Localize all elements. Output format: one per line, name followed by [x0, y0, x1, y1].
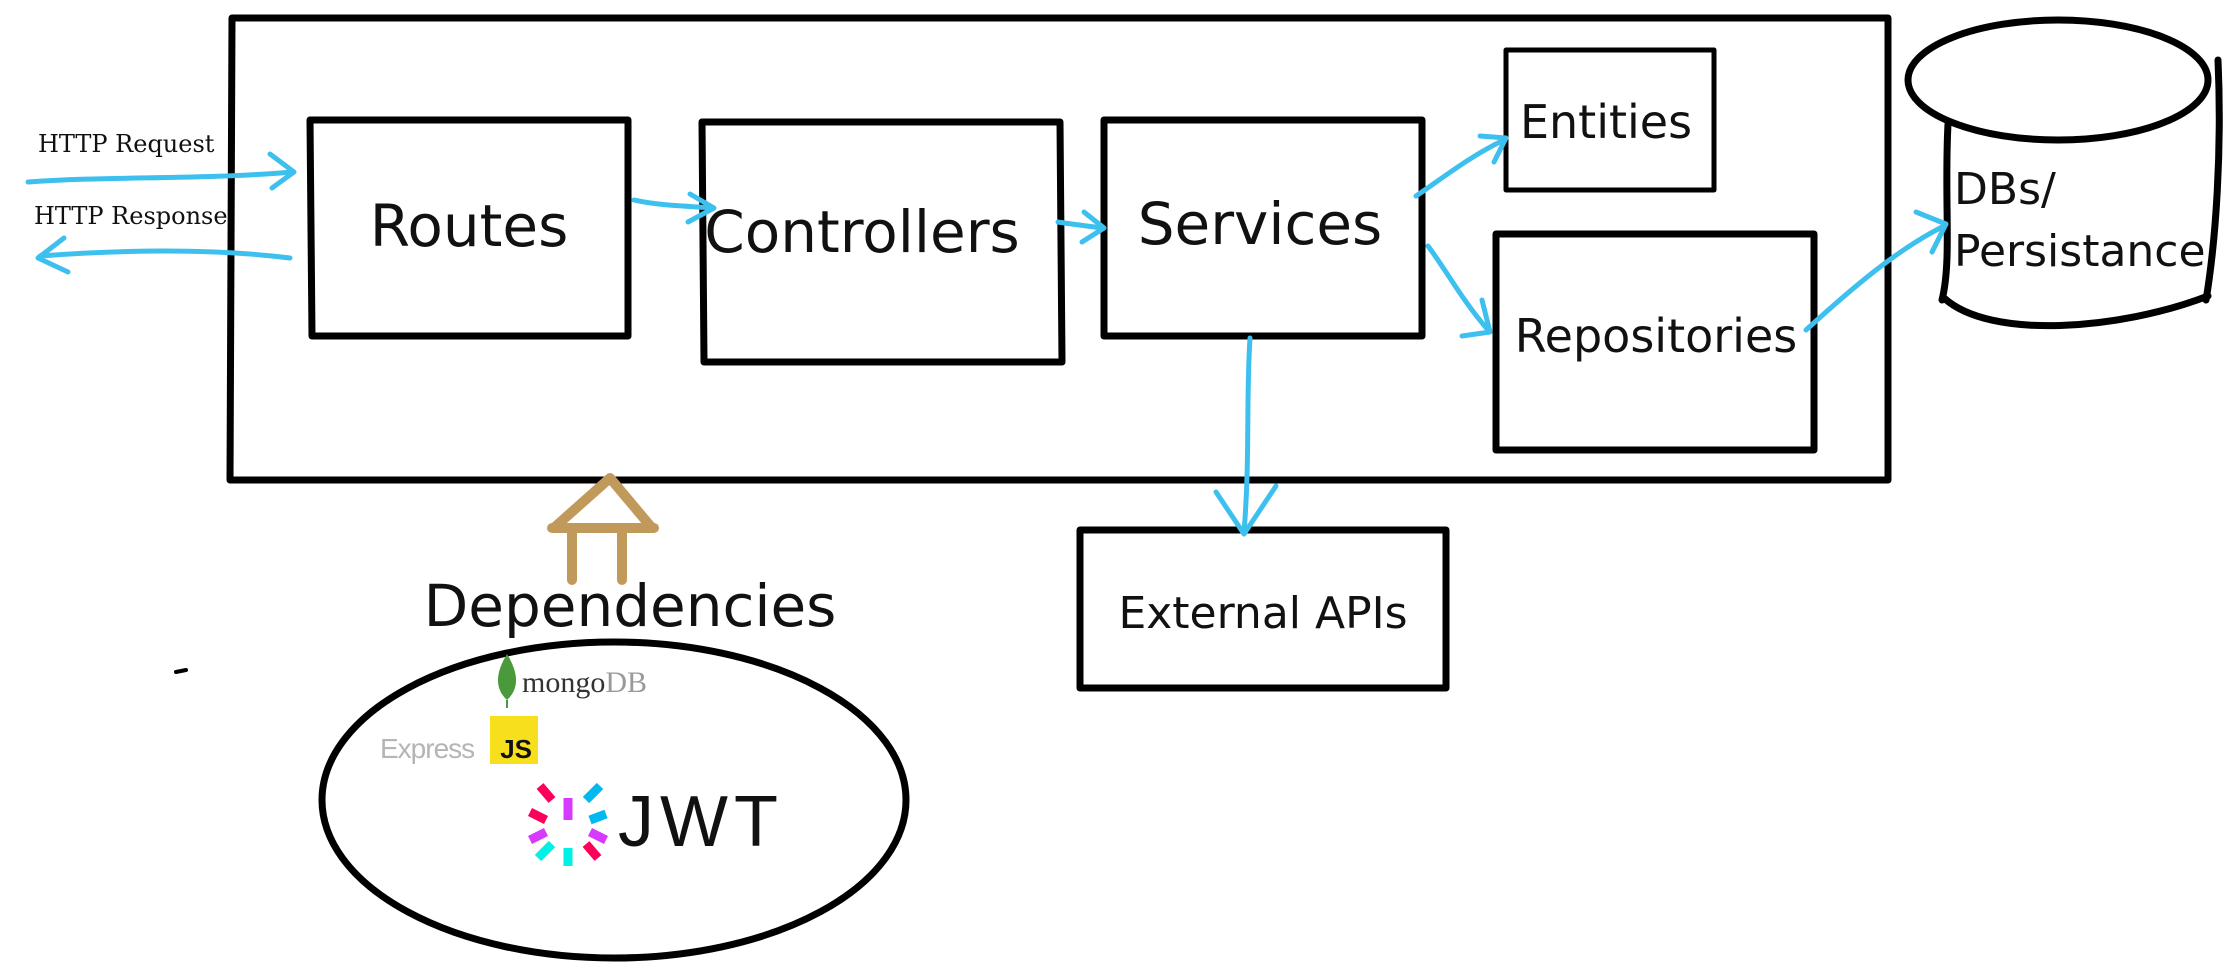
mongodb-logo-part2: DB	[605, 666, 647, 699]
controllers-label: Controllers	[704, 198, 1020, 266]
http-response-arrow	[35, 235, 293, 275]
repositories-box	[1492, 230, 1818, 454]
jwt-logo: JWT	[527, 782, 784, 866]
javascript-logo-text: JS	[500, 734, 532, 764]
entities-label: Entities	[1520, 95, 1692, 149]
controllers-to-services-arrow	[1055, 209, 1107, 245]
repositories-label: Repositories	[1515, 309, 1797, 363]
jwt-starburst-icon	[527, 782, 609, 866]
external-apis-box	[1076, 526, 1450, 692]
controllers-box	[698, 118, 1066, 366]
http-response-label: HTTP Response	[34, 202, 228, 230]
jwt-logo-text: JWT	[618, 782, 784, 862]
db-label-line2: Persistance	[1954, 226, 2206, 277]
http-request-label: HTTP Request	[38, 130, 215, 158]
pillar-icon	[547, 473, 659, 585]
stray-mark	[174, 668, 188, 674]
routes-label: Routes	[370, 192, 569, 260]
application-boundary	[226, 14, 1892, 484]
services-box	[1100, 116, 1426, 340]
services-to-external-apis-arrow	[1213, 335, 1279, 537]
http-request-arrow	[25, 151, 297, 191]
repositories-to-db-arrow	[1803, 209, 1949, 333]
routes-to-controllers-arrow	[631, 191, 717, 225]
svg-text:mongoDB: mongoDB	[522, 666, 647, 699]
services-to-repositories-arrow	[1425, 243, 1493, 339]
external-apis-label: External APIs	[1118, 588, 1407, 639]
dependencies-ellipse	[318, 638, 910, 962]
services-label: Services	[1138, 190, 1383, 258]
dependencies-label: Dependencies	[424, 572, 837, 640]
mongodb-logo-part1: mongo	[522, 666, 605, 699]
routes-box	[306, 116, 632, 340]
javascript-logo: JS	[490, 716, 538, 764]
db-label-line1: DBs/	[1954, 164, 2056, 215]
express-logo: Express	[380, 733, 474, 764]
services-to-entities-arrow	[1413, 133, 1509, 199]
mongodb-logo: mongoDB	[497, 654, 647, 708]
